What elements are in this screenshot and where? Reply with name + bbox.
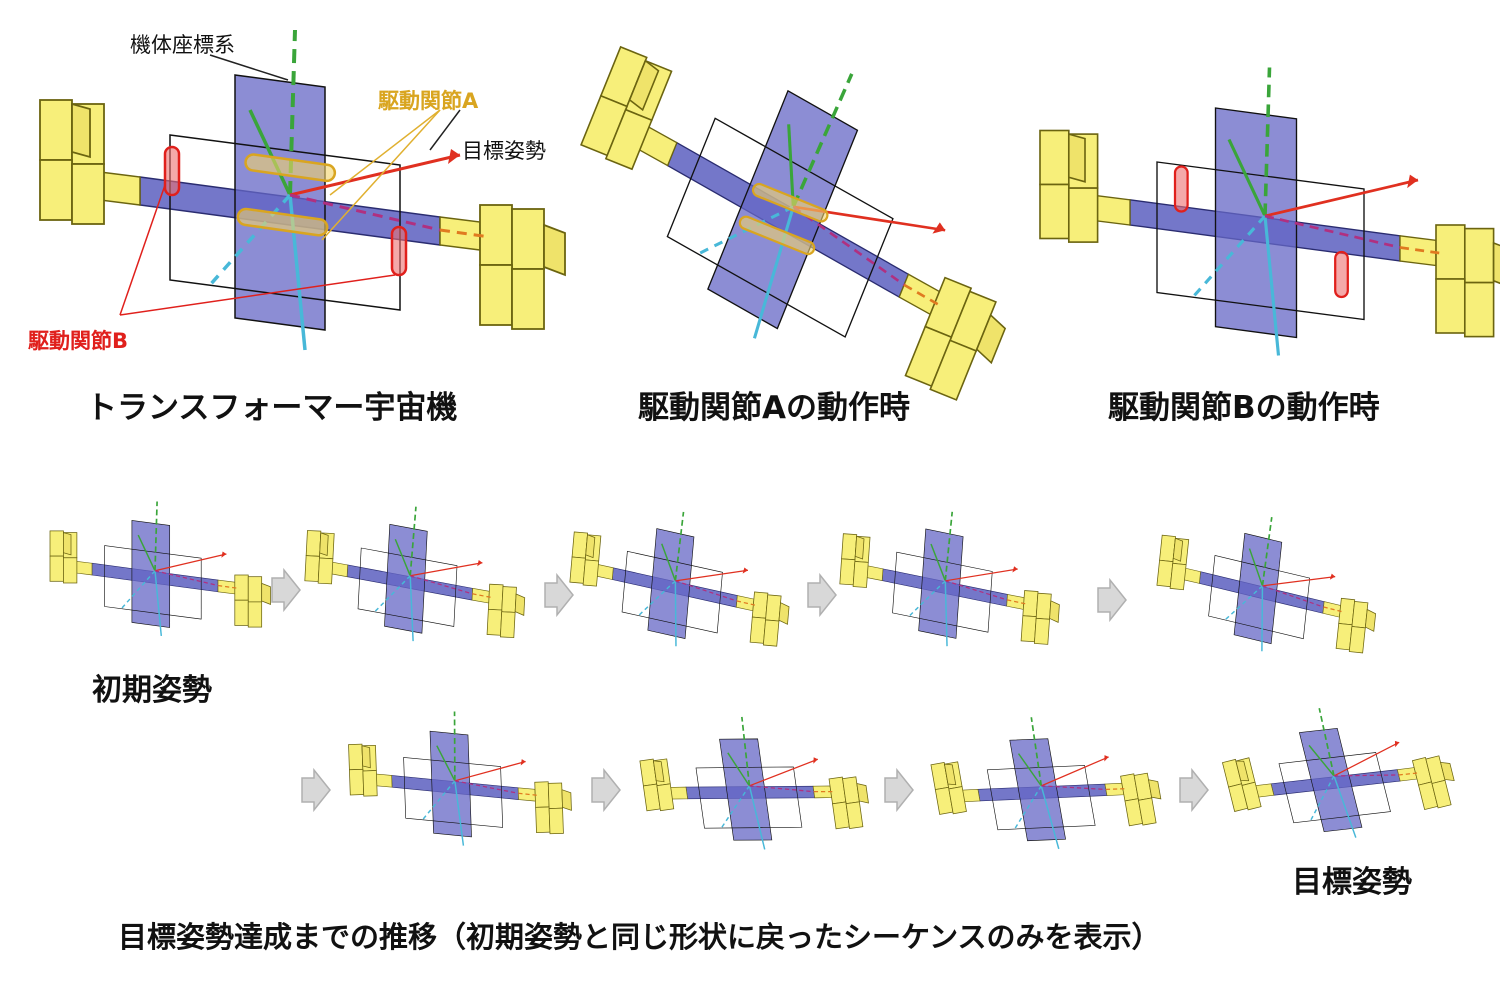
transformer-spacecraft-model: [38, 28, 567, 352]
sequence-frame-6: [346, 706, 574, 851]
sequence-frame-9: [1214, 679, 1463, 866]
sequence-arrow-7: [884, 769, 914, 811]
right-chevron-arrow-icon: [884, 769, 914, 811]
right-chevron-arrow-icon: [1097, 579, 1127, 621]
sequence-arrow-3: [807, 574, 837, 616]
sequence-frame-8: [924, 696, 1168, 870]
joint-a-motion-model: [536, 0, 1074, 426]
sequence-frame-3: [564, 501, 798, 657]
joint-b-motion-model: [1038, 65, 1500, 358]
sequence-arrow-8: [1179, 769, 1209, 811]
sequence-arrow-2: [544, 574, 574, 616]
caption-main: トランスフォーマー宇宙機: [86, 390, 457, 426]
target-attitude-label: 目標姿勢: [462, 139, 546, 163]
right-chevron-arrow-icon: [544, 574, 574, 616]
sequence-frame-2: [301, 500, 531, 648]
right-chevron-arrow-icon: [807, 574, 837, 616]
sequence-frame-1: [49, 500, 272, 637]
joint-b-label: 駆動関節B: [28, 329, 128, 353]
sequence-frame-7: [634, 700, 874, 866]
joint-a-label: 駆動関節A: [378, 89, 479, 113]
sequence-caption: 目標姿勢達成までの推移（初期姿勢と同じ形状に戻ったシーケンスのみを表示）: [118, 920, 1161, 954]
right-chevron-arrow-icon: [591, 769, 621, 811]
right-chevron-arrow-icon: [1179, 769, 1209, 811]
sequence-arrow-1: [271, 569, 301, 611]
sequence-arrow-5: [301, 769, 331, 811]
body-frame-label: 機体座標系: [130, 33, 235, 57]
caption-joint-b: 駆動関節Bの動作時: [1108, 390, 1380, 426]
sequence-arrow-4: [1097, 579, 1127, 621]
target-attitude-final-label: 目標姿勢: [1292, 865, 1412, 900]
sequence-arrow-6: [591, 769, 621, 811]
right-chevron-arrow-icon: [271, 569, 301, 611]
sequence-frame-5: [1150, 505, 1386, 664]
caption-joint-a: 駆動関節Aの動作時: [638, 390, 910, 426]
sequence-frame-4: [835, 503, 1067, 655]
initial-attitude-label: 初期姿勢: [92, 673, 212, 708]
right-chevron-arrow-icon: [301, 769, 331, 811]
